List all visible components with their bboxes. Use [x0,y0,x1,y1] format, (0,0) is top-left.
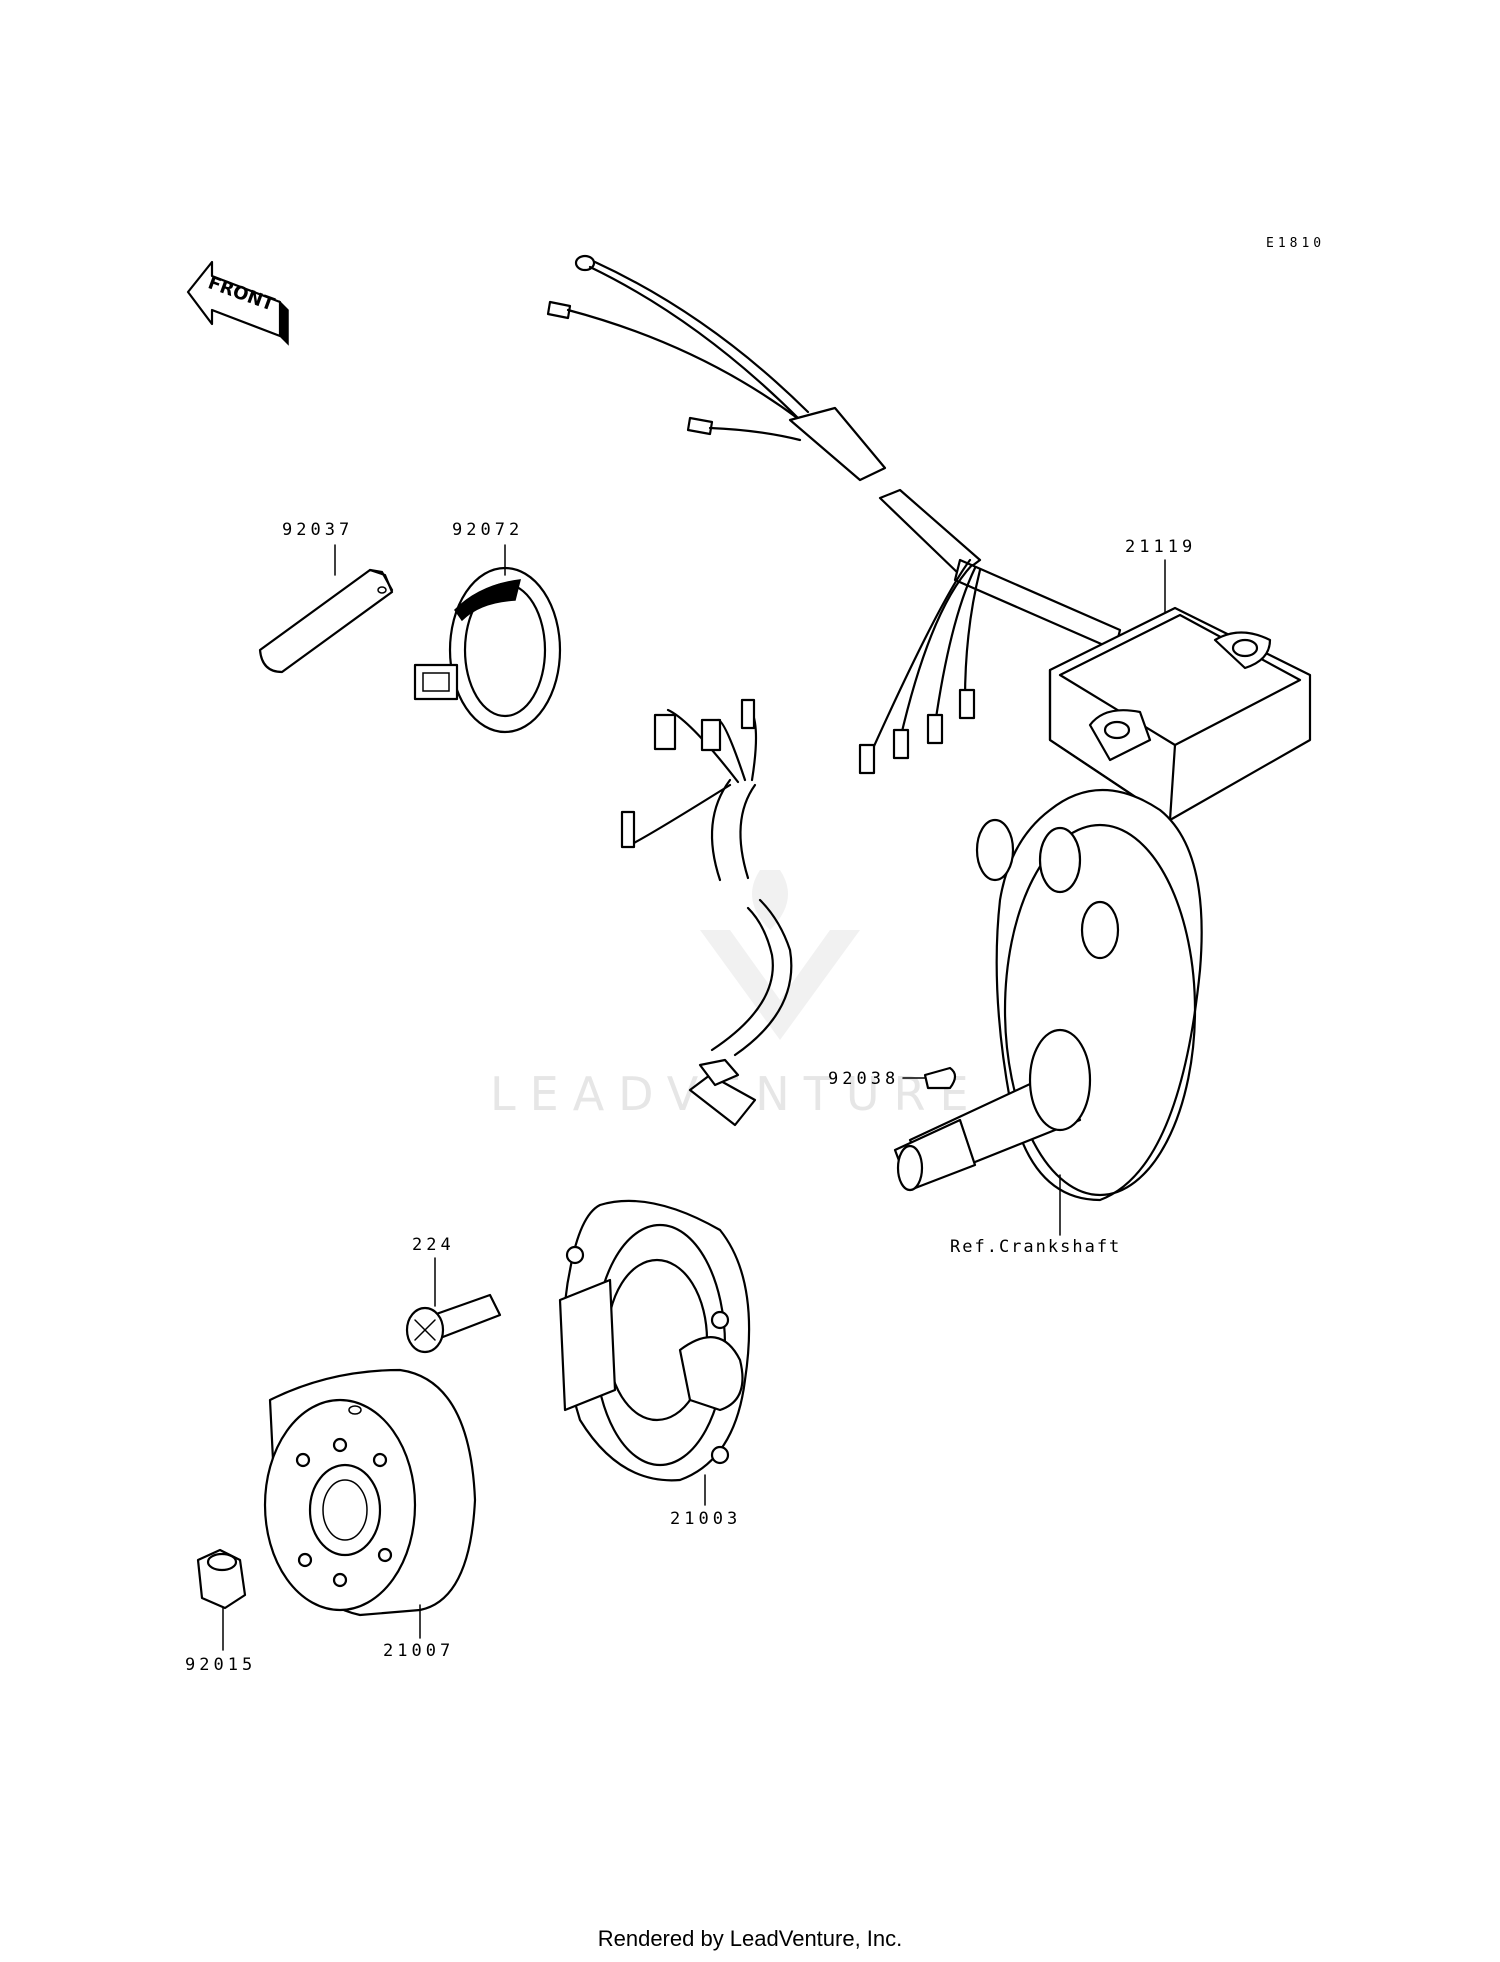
watermark-logo [700,870,860,1040]
cdi-harness [546,254,1122,775]
part-crankshaft [893,788,1203,1202]
footer-credit: Rendered by LeadVenture, Inc. [598,1926,903,1951]
label-92072: 92072 [452,520,523,540]
part-21119-cdi-unit [1048,606,1312,822]
diagram-code: E1810 [1266,236,1325,251]
label-ref-crankshaft: Ref.Crankshaft [950,1237,1121,1257]
part-92037-strap [258,568,394,674]
label-224: 224 [412,1235,455,1255]
part-92072-band [413,566,562,734]
part-21003-stator [558,1199,751,1482]
part-224-screw [405,1293,502,1354]
part-92038-key [923,1066,957,1090]
label-92015: 92015 [185,1655,256,1675]
stator-harness [620,698,793,1127]
front-arrow-icon: FRONT [186,260,289,346]
label-21003: 21003 [670,1509,741,1529]
label-21007: 21007 [383,1641,454,1661]
label-92038: 92038 [828,1069,899,1089]
label-92037: 92037 [282,520,353,540]
label-21119: 21119 [1125,537,1196,557]
part-92015-nut [196,1548,247,1610]
part-21007-flywheel [263,1368,477,1617]
